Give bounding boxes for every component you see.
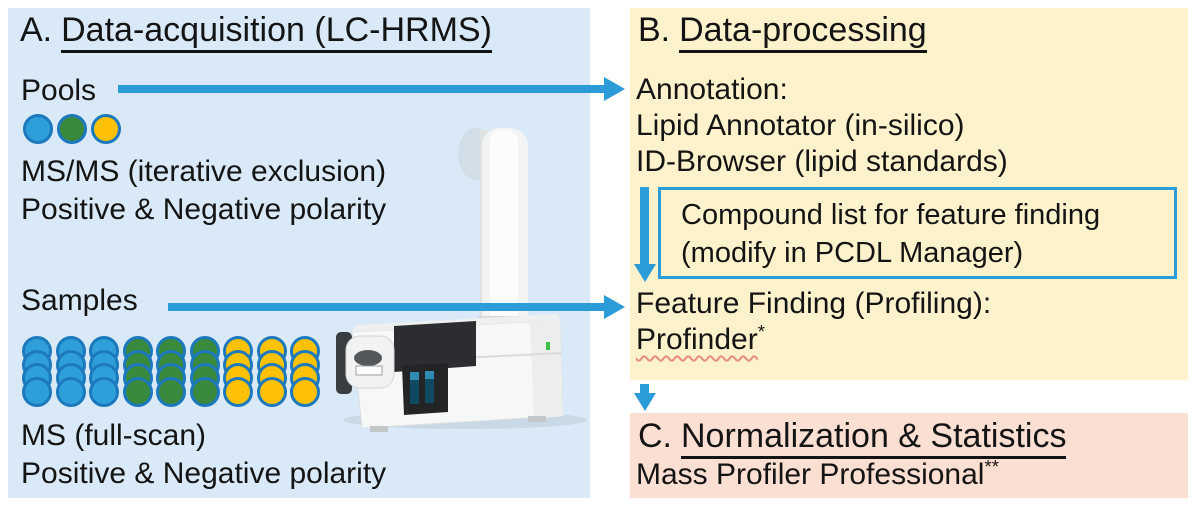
sample-circle-green [156, 376, 186, 407]
samples-label: Samples [21, 284, 138, 317]
samples-polarity-line: Positive & Negative polarity [21, 457, 387, 490]
panel-c-letter: C. [638, 417, 672, 455]
profinder-label: Profinder [636, 323, 758, 356]
panel-b-title-text: Data-processing [679, 11, 927, 53]
pools-method-line: MS/MS (iterative exclusion) [21, 155, 387, 188]
panel-normalization-statistics: C.Normalization & Statistics Mass Profil… [630, 413, 1188, 498]
pools-polarity-line: Positive & Negative polarity [21, 193, 387, 226]
sample-column-blue [89, 336, 119, 407]
mpp-tool: Mass Profiler Professional** [636, 456, 999, 493]
pool-dot-yellow [91, 114, 121, 144]
sample-circle-blue [22, 376, 52, 407]
profinder-footnote-marker: * [757, 321, 765, 342]
mpp-footnote-marker: ** [984, 456, 999, 477]
panel-a-title: A.Data-acquisition (LC-HRMS) [20, 11, 492, 53]
panel-data-processing: B.Data-processing Annotation: Lipid Anno… [630, 8, 1188, 380]
pool-dot-green [57, 114, 87, 144]
panel-a-title-text: Data-acquisition (LC-HRMS) [61, 11, 492, 53]
annotation-heading: Annotation: [636, 73, 788, 106]
sample-column-yellow [290, 336, 320, 407]
mass-spectrometer-image [336, 128, 587, 432]
mpp-label: Mass Profiler Professional [636, 458, 985, 491]
sample-circle-green [189, 376, 220, 407]
sample-column-green [122, 336, 153, 407]
panel-b-title: B.Data-processing [638, 11, 927, 53]
sample-column-green [189, 336, 220, 407]
pool-dot-blue [23, 114, 53, 144]
sample-circle-blue [55, 376, 86, 407]
panel-c-title-text: Normalization & Statistics [681, 417, 1067, 459]
sample-circle-yellow [256, 376, 287, 407]
samples-method-line: MS (full-scan) [21, 419, 207, 452]
panel-b-letter: B. [638, 11, 671, 49]
sample-column-yellow [223, 336, 253, 407]
samples-grid [22, 336, 320, 407]
sample-column-green [156, 336, 186, 407]
sample-circle-blue [89, 376, 119, 407]
sample-column-blue [55, 336, 86, 407]
annotation-to-feature-arrow [640, 187, 649, 264]
sample-column-yellow [256, 336, 287, 407]
feature-finding-tool: Profinder* [636, 321, 765, 358]
samples-to-feature-arrow [168, 303, 604, 311]
sample-circle-yellow [290, 376, 320, 407]
pools-to-annotation-arrow [118, 85, 604, 93]
sample-circle-green [122, 376, 153, 407]
panel-c-title: C.Normalization & Statistics [638, 417, 1067, 459]
compound-box-line1: Compound list for feature finding [681, 199, 1101, 231]
sample-column-blue [22, 336, 52, 407]
annotation-tool-id-browser: ID-Browser (lipid standards) [636, 145, 1008, 178]
feature-finding-heading: Feature Finding (Profiling): [636, 287, 992, 320]
annotation-tool-lipid-annotator: Lipid Annotator (in-silico) [636, 109, 965, 142]
pools-dots [23, 114, 121, 144]
pools-label: Pools [21, 74, 97, 107]
sample-circle-yellow [223, 376, 253, 407]
panel-a-letter: A. [20, 11, 53, 49]
compound-list-box: Compound list for feature finding (modif… [658, 187, 1177, 279]
feature-to-statistics-arrow [640, 384, 649, 393]
compound-box-line2: (modify in PCDL Manager) [681, 237, 1024, 269]
